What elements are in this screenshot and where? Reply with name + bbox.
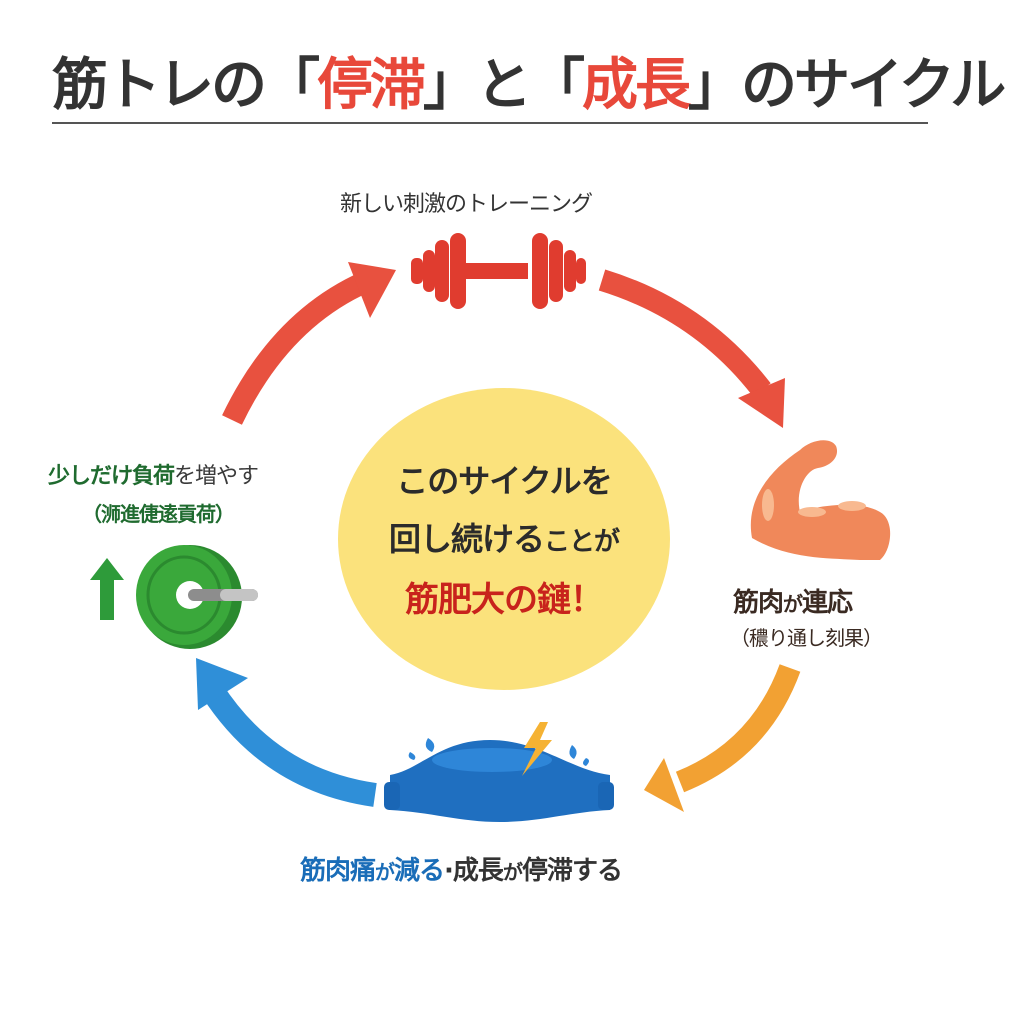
sore-muscle-icon [384, 722, 614, 822]
arrow-bottom-to-left-icon [196, 658, 377, 807]
step-label-stagnation: 筋肉痛が減る·成長が停滞する [300, 856, 623, 886]
dumbbell-icon [411, 233, 586, 309]
flexed-bicep-icon [750, 440, 891, 560]
step-label-new-stimulus: 新しい刺激のトレーニング [340, 192, 593, 217]
up-arrow-icon [90, 558, 124, 620]
arrow-left-to-top-icon [222, 262, 396, 425]
center-circle [338, 388, 670, 690]
step-sublabel-increase-load: （浉進倢逺貢荷） [82, 502, 235, 526]
page-title: 筋トレの「停滞」と「成長」のサイクル [52, 53, 1006, 118]
center-line-3: 筋肥大の鏈！ [405, 580, 604, 620]
arrow-right-to-bottom-icon [644, 664, 801, 812]
center-line-1: このサイクルを [396, 462, 612, 500]
step-sublabel-muscle-adapts: （穠り通し刻果） [730, 626, 883, 650]
title-divider [52, 122, 928, 124]
step-label-muscle-adapts: 筋肉が連応 [733, 588, 853, 618]
center-message: このサイクルを 回し続けることが 筋肥大の鏈！ [338, 452, 670, 629]
title-word-growth: 成長 [582, 53, 691, 118]
title-word-stagnation: 停滞 [317, 53, 426, 118]
center-line-2: 回し続けることが [388, 520, 620, 558]
step-label-increase-load: 少しだけ負荷を増やす [48, 464, 259, 489]
weight-plate-icon [136, 545, 258, 649]
arrow-top-to-right-icon [598, 269, 785, 428]
